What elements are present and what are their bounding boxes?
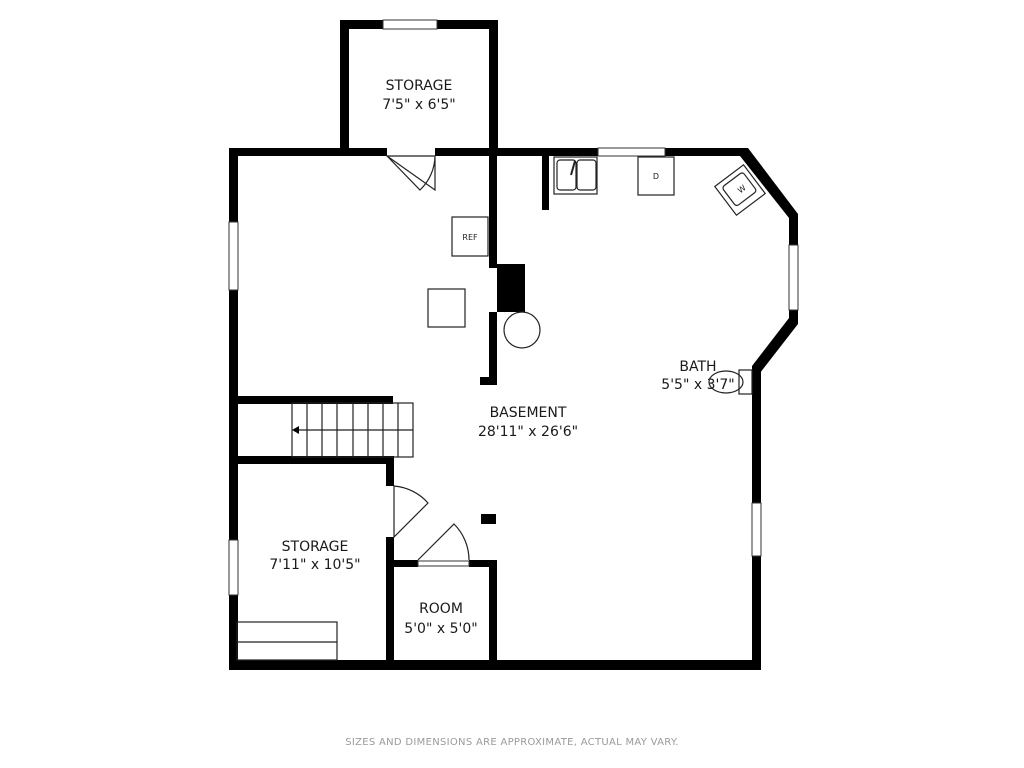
- dryer-label: D: [653, 172, 659, 181]
- room-name: STORAGE: [386, 78, 453, 94]
- washer-label: W: [736, 183, 748, 195]
- room-basement: BASEMENT 28'11" x 26'6": [478, 405, 578, 440]
- stairs: [291, 402, 414, 458]
- room-dims: 7'5" x 6'5": [382, 97, 455, 113]
- stair-arrow-icon: [292, 426, 299, 434]
- room-dims: 5'0" x 5'0": [404, 621, 477, 637]
- room-name: STORAGE: [282, 539, 349, 555]
- room-room: ROOM 5'0" x 5'0": [404, 601, 477, 637]
- room-dims: 7'11" x 10'5": [269, 557, 360, 573]
- room-dims: 28'11" x 26'6": [478, 424, 578, 440]
- room-name: BASEMENT: [490, 405, 567, 421]
- room-bath: BATH 5'5" x 3'7": [661, 359, 734, 393]
- refrigerator-label: REF: [462, 233, 478, 242]
- room-name: ROOM: [419, 601, 463, 617]
- disclaimer: SIZES AND DIMENSIONS ARE APPROXIMATE, AC…: [345, 737, 679, 748]
- windows: [228, 19, 799, 596]
- room-storage-bottom: STORAGE 7'11" x 10'5": [269, 539, 360, 573]
- room-name: BATH: [679, 359, 716, 375]
- room-storage-top: STORAGE 7'5" x 6'5": [382, 78, 455, 113]
- doors: [385, 155, 470, 561]
- room-dims: 5'5" x 3'7": [661, 377, 734, 393]
- fixtures: REF D W: [236, 156, 767, 661]
